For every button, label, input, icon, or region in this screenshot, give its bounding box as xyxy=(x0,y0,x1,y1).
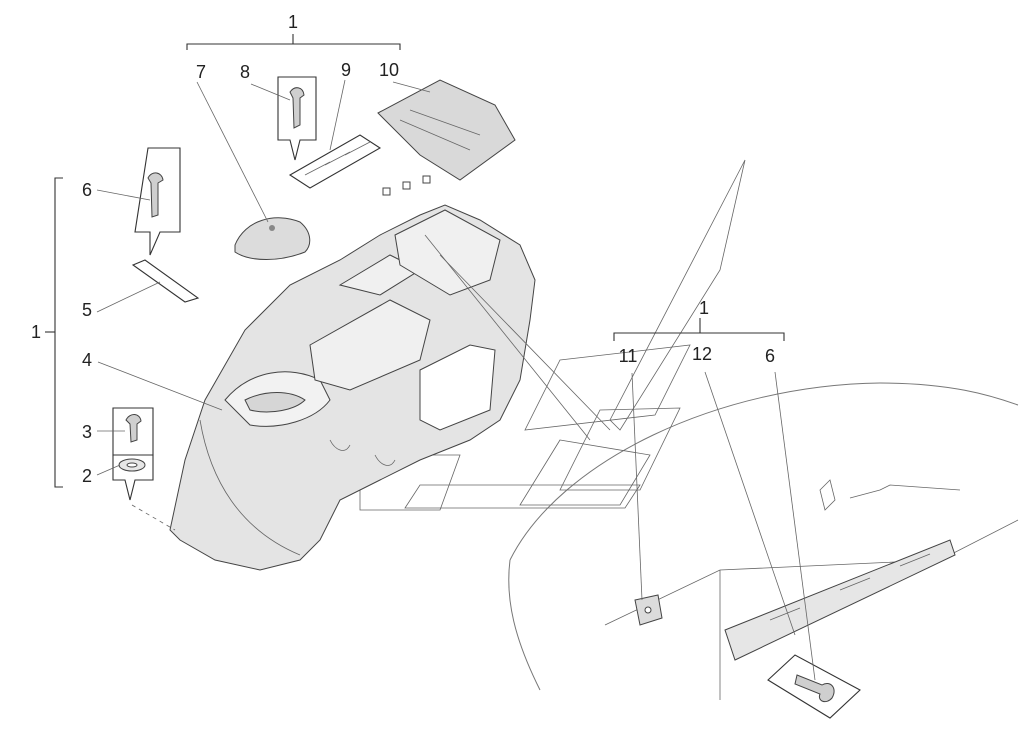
washer-part-2 xyxy=(112,454,176,531)
screw-card-part-8 xyxy=(277,76,317,161)
vehicle-outline xyxy=(508,382,1019,700)
label-part-2: 2 xyxy=(82,466,92,486)
clip-part-5 xyxy=(131,259,200,303)
label-part-4: 4 xyxy=(82,350,92,370)
screw-card-part-3 xyxy=(112,407,154,456)
label-part-7: 7 xyxy=(196,62,206,82)
leader-line xyxy=(439,254,611,431)
cap-hole xyxy=(269,225,275,231)
label-part-12: 12 xyxy=(692,344,712,364)
label-group-left: 1 xyxy=(31,322,41,342)
cap-part-7 xyxy=(234,217,311,260)
leader-line xyxy=(424,234,591,441)
trim-panel xyxy=(169,204,536,571)
nut-part-11 xyxy=(634,594,663,626)
bracket-right xyxy=(613,318,785,341)
label-part-11: 11 xyxy=(619,346,638,366)
screw-card-part-6-right xyxy=(767,654,861,719)
label-part-10: 10 xyxy=(379,60,399,80)
bracket-top xyxy=(186,34,401,50)
label-part-9: 9 xyxy=(341,60,351,80)
leader-lines xyxy=(96,79,816,681)
bracket-left xyxy=(45,177,63,488)
strip-part-9 xyxy=(288,134,382,189)
label-part-6-right: 6 xyxy=(765,346,775,366)
screw-card-part-6-left xyxy=(134,147,181,256)
label-group-top: 1 xyxy=(288,12,298,32)
mat-part-10 xyxy=(377,79,516,196)
label-part-3: 3 xyxy=(82,422,92,442)
label-part-5: 5 xyxy=(82,300,92,320)
label-part-6-left: 6 xyxy=(82,180,92,200)
label-group-right: 1 xyxy=(699,298,709,318)
label-part-8: 8 xyxy=(240,62,250,82)
rail-part-12 xyxy=(724,539,956,661)
